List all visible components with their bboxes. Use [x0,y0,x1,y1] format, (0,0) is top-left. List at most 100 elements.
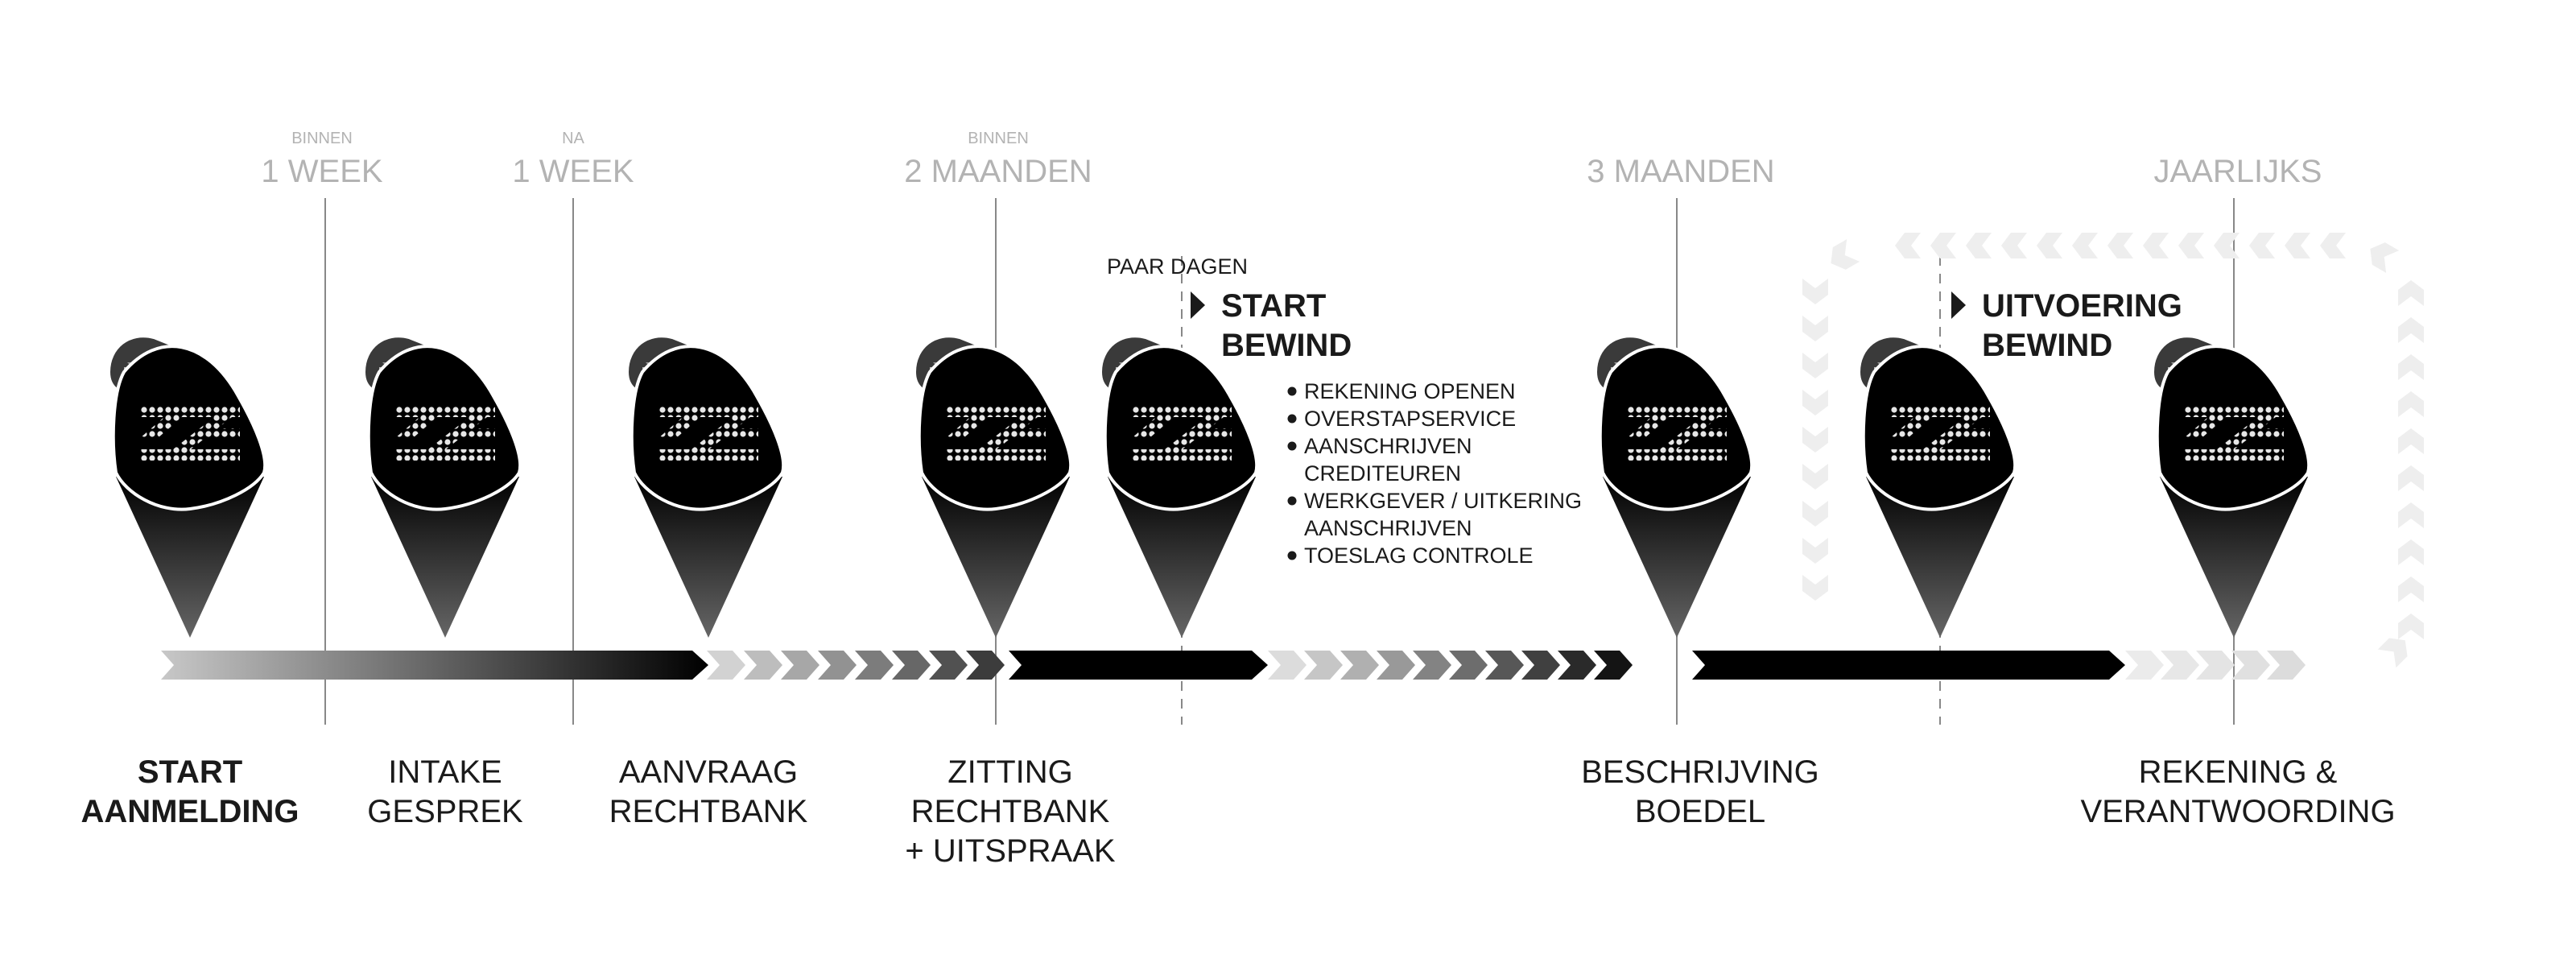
period-1-big: 1 WEEK [261,154,382,189]
loop-chevron-15 [1802,316,1828,341]
loop-chevron-shape [2398,576,2424,602]
loop-chevron-shape [2398,391,2424,417]
bullet-dot-1 [1287,386,1297,396]
loop-chevron-33 [1831,239,1860,270]
location-pin-icon [1858,335,2017,639]
track-c-chevron-2 [2161,651,2199,680]
track-b-chevron-8 [1521,651,1560,680]
marker-shape-8 [2152,335,2311,639]
loop-chevron-13 [1895,233,1921,258]
bullet-3-line-2: CREDITEUREN [1304,461,1461,486]
loop-chevron-17 [1802,390,1828,415]
loop-chevron-shape [2143,233,2169,258]
loop-chevron-21 [1802,538,1828,564]
location-pin-icon [1100,335,1259,639]
loop-chevron-shape [1802,464,1828,490]
location-pin-icon [363,335,522,639]
loop-chevron-shape [2398,465,2424,491]
loop-chevron-shape [1930,233,1956,258]
step-6-line-2: VERANTWOORDING [2080,794,2395,829]
loop-chevron-shape [1802,279,1828,304]
loop-chevron-6 [2143,233,2169,258]
marker-shape-1 [108,335,267,639]
loop-chevron-1 [2320,233,2346,258]
location-pin-icon [1595,335,1754,639]
bullet-4-line-1: WERKGEVER / UITKERING [1304,489,1582,513]
loop-chevron-29 [2398,391,2424,417]
step-2-line-2: GESPREK [367,794,523,829]
track-b-chevron-5 [1413,651,1451,680]
loop-chevron-shape [1831,239,1860,270]
step-1-line-2: AANMELDING [80,794,299,829]
loop-chevron-16 [1802,353,1828,378]
location-pin-icon [626,335,786,639]
loop-chevron-shape [2249,233,2275,258]
bullet-5-line-1: TOESLAG CONTROLE [1304,543,1534,568]
loop-chevron-23 [2398,614,2424,639]
period-4-big: 3 MAANDEN [1587,154,1774,189]
loop-chevron-14 [1802,279,1828,304]
loop-chevron-32 [2398,280,2424,306]
loop-chevron-5 [2178,233,2204,258]
step-5-line-2: BOEDEL [1635,794,1765,829]
loop-chevron-shape [1802,427,1828,453]
track-a-chevron-5 [855,651,894,680]
loop-chevron-12 [1930,233,1956,258]
marker-shape-5 [1100,335,1259,639]
period-2-big: 1 WEEK [512,154,634,189]
loop-chevron-shape [2398,539,2424,565]
loop-chevron-11 [1966,233,1992,258]
start-bewind-title-1: START [1221,288,1326,324]
uitvoering-bewind-title-2: BEWIND [1982,328,2112,363]
bullet-dot-3 [1287,441,1297,451]
track-c-chevron-5 [2267,651,2306,680]
loop-chevron-shape [2398,502,2424,528]
bullet-1-line-1: REKENING OPENEN [1304,379,1516,403]
step-4-line-1: ZITTING [947,754,1073,790]
track-a-chevron-2 [744,651,782,680]
track-a-chevron-1 [707,651,745,680]
bullet-2-line-1: OVERSTAPSERVICE [1304,407,1516,431]
step-3-line-1: AANVRAAG [619,754,798,790]
loop-chevron-shape [2370,242,2400,273]
marker-shape-7 [1858,335,2017,639]
loop-chevron-9 [2037,233,2062,258]
play-triangle-icon [1191,291,1205,319]
track-b-chevron-7 [1485,651,1524,680]
loop-chevron-shape [2214,233,2240,258]
loop-chevron-shape [2107,233,2133,258]
bullet-4-line-2: AANSCHRIJVEN [1304,516,1472,540]
loop-chevron-25 [2398,539,2424,565]
period-3-small: BINNEN [968,130,1029,147]
step-6-line-1: REKENING & [2139,754,2338,790]
loop-chevron-shape [1895,233,1921,258]
loop-chevron-34 [2370,242,2400,273]
loop-chevron-shape [2377,638,2408,668]
loop-chevron-shape [1802,501,1828,527]
uitvoering-bewind-title-1: UITVOERING [1982,288,2182,324]
track-c-chevron-4 [2231,651,2270,680]
loop-chevron-shape [2037,233,2062,258]
loop-chevron-shape [2320,233,2346,258]
location-pin-icon [108,335,267,639]
track-a-chevron-7 [929,651,968,680]
period-labels: BINNEN 1 WEEK NA 1 WEEK BINNEN 2 MAANDEN… [261,130,2322,189]
bullet-dot-5 [1287,551,1297,560]
play-triangle-icon [1951,291,1966,319]
loop-chevron-4 [2214,233,2240,258]
marker-shape-6 [1595,335,1754,639]
step-4-line-2: RECHTBANK [911,794,1110,829]
track-b-chevron-3 [1340,651,1379,680]
marker-shape-3 [626,335,786,639]
progress-track [161,651,2306,680]
loop-chevron-26 [2398,502,2424,528]
step-1-line-1: START [138,754,242,790]
marker-shape-4 [914,335,1073,639]
loop-chevron-3 [2249,233,2275,258]
loop-chevron-shape [2178,233,2204,258]
track-a-chevron-8 [966,651,1005,680]
loop-chevron-shape [1966,233,1992,258]
loop-chevron-20 [1802,501,1828,527]
location-pin-icon [914,335,1073,639]
